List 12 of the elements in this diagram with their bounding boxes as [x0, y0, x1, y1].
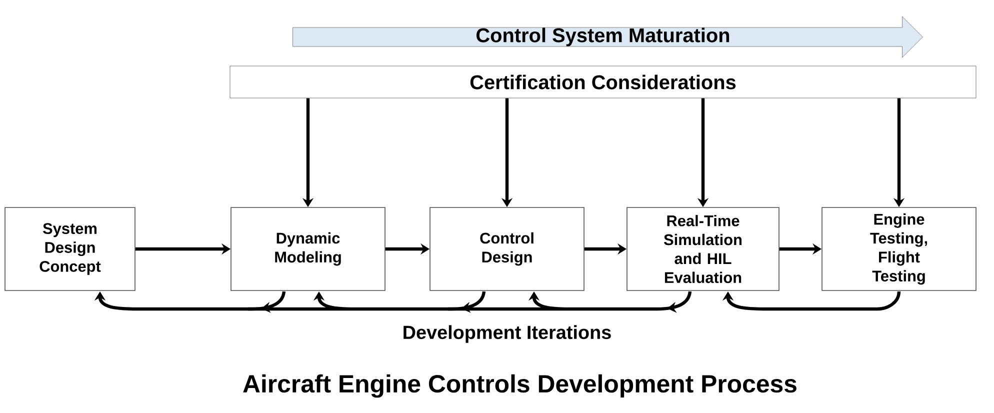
- process-box: Real-Time Simulation and HIL Evaluation: [626, 207, 780, 291]
- loop-label: Development Iterations: [404, 325, 611, 343]
- arrow: [446, 290, 692, 313]
- process-box: Engine Testing, Flight Testing: [822, 207, 976, 291]
- arrow: [94, 291, 286, 313]
- diagram-title: Aircraft Engine Controls Development Process: [243, 374, 796, 398]
- arrow: [246, 290, 486, 313]
- arrow: [722, 291, 901, 311]
- process-box: Control Design: [430, 207, 584, 291]
- process-box: System Design Concept: [4, 207, 136, 291]
- process-box: Dynamic Modeling: [230, 207, 386, 291]
- certification-bar: Certification Considerations: [230, 66, 976, 98]
